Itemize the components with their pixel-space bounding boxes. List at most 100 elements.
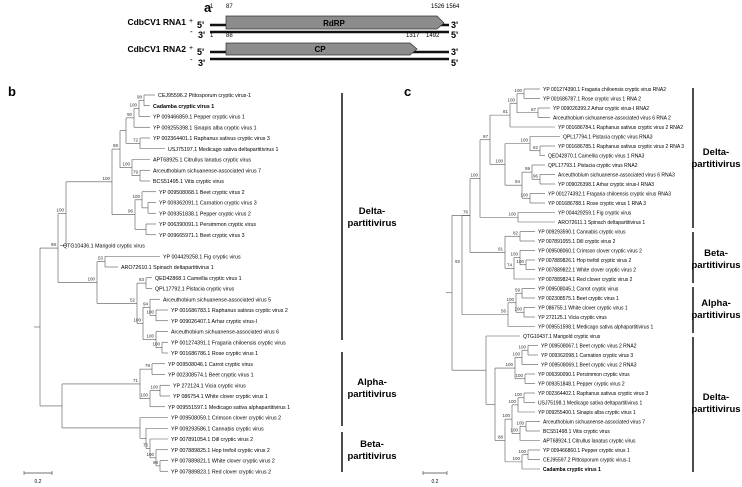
- b-bootstrap-value: 88: [113, 143, 119, 148]
- c-bootstrap-value: 100: [512, 456, 520, 461]
- b-leaf-label: QPL17792.1 Pistacia cryptic virus: [155, 287, 235, 293]
- c-leaf-label: YP 001274392.1 Fragaria chiloensis crypt…: [548, 192, 671, 198]
- b-leaf-label: APT68925.1 Citrullus lanatus cryptic vir…: [153, 158, 251, 164]
- c-bootstrap-value: 100: [520, 192, 528, 197]
- b-leaf-label: YP 009551597.1 Medicago sativa alphapart…: [168, 405, 290, 411]
- c-leaf-label: YP 006390090.1 Persimmon cryptic virus: [538, 372, 630, 378]
- c-bootstrap-value: 100: [518, 449, 526, 454]
- b-leaf-label: YP 001686786.1 Rose cryptic virus 1: [171, 351, 258, 357]
- c-bootstrap-value: 100: [495, 158, 503, 163]
- rna1-orf-start-pos: 87: [226, 4, 233, 10]
- panel-c-leaf-labels: YP 001274390.1 Fragaria chiloensis crypt…: [523, 87, 684, 473]
- c-leaf-label: YP 009508060.1 Crimson clover cryptic vi…: [538, 249, 642, 255]
- c-leaf-label: YP 086755.1 White clover cryptic virus 1: [538, 306, 628, 312]
- rna1-end-pos: 1564: [446, 4, 460, 10]
- b-bootstrap-value: 100: [56, 208, 64, 213]
- c-leaf-label: YP 001686788.1 Rose cryptic virus 1 RNA …: [548, 201, 646, 207]
- b-bootstrap-value: 100: [122, 162, 130, 167]
- b-bootstrap-value: 53: [98, 256, 104, 261]
- c-leaf-label: Arceuthobium sichuanense-associated viru…: [558, 173, 675, 179]
- b-bootstrap-value: 100: [132, 194, 140, 199]
- b-bootstrap-value: 98: [137, 94, 143, 99]
- rna1-three-prime: 3': [451, 20, 458, 30]
- c-leaf-label: YP 001686784.1 Raphanus sativus cryptic …: [558, 125, 683, 131]
- panel-c-scale-label: 0.2: [432, 479, 439, 485]
- cp-orf-box: [225, 42, 418, 56]
- c-bootstrap-value: 92: [455, 259, 461, 264]
- panel-b-leaf-labels: CEJ95596.2 Pittosporum cryptic virus-1Ca…: [63, 93, 290, 475]
- panel-b-alpha-label-2: partitivirus: [347, 389, 396, 400]
- c-bootstrap-value: 100: [514, 88, 522, 93]
- b-leaf-label: YP 002364401.1 Raphanus sativus cryptic …: [153, 136, 270, 142]
- b-leaf-label: Arceuthobium sichuanense-associated viru…: [171, 330, 279, 336]
- panel-c-branches: [446, 88, 560, 470]
- c-bootstrap-value: 99: [525, 166, 531, 171]
- panel-c-delta1-label-1: Delta-: [703, 147, 729, 158]
- c-leaf-label: USJ75198.1 Medicago sativa deltapartitiv…: [538, 401, 642, 407]
- c-leaf-label: QPL17794.1 Pistacia cryptic virus RNA3: [563, 135, 653, 141]
- rna2-five-prime-minus: 5': [451, 58, 458, 68]
- rna1-minus-sign: -: [190, 27, 193, 36]
- c-leaf-label: YP 007889824.1 Red clover cryptic virus …: [538, 277, 633, 283]
- b-bootstrap-value: 98: [51, 242, 57, 247]
- c-bootstrap-value: 100: [514, 306, 522, 311]
- b-bootstrap-value: 100: [146, 452, 154, 457]
- c-leaf-label: BCS51498.1 Vitis cryptic virus: [543, 429, 610, 435]
- c-leaf-label: YP 009508069.1 Beet cryptic virus 2 RNA3: [541, 363, 637, 369]
- panel-c-delta1-label-2: partitivirus: [691, 159, 740, 170]
- c-leaf-label: YP 009466860.1 Pepper cryptic virus 1: [543, 448, 630, 454]
- b-bootstrap-value: 100: [140, 393, 148, 398]
- b-leaf-label: YP 009508059.1 Crimson clover cryptic vi…: [171, 416, 281, 422]
- c-bootstrap-value: 100: [510, 252, 518, 257]
- panel-b-scale-label: 0.2: [35, 479, 42, 485]
- panel-b-delta-label-1: Delta-: [359, 206, 385, 217]
- b-leaf-label: YP 001686783.1 Raphanus sativus cryptic …: [171, 308, 288, 314]
- b-leaf-label: QED42868.1 Camellia cryptic virus 1: [155, 276, 242, 282]
- b-bootstrap-value: 100: [133, 317, 141, 322]
- panel-b-alpha-label-1: Alpha-: [357, 377, 387, 388]
- c-bootstrap-value: 59: [515, 287, 521, 292]
- b-leaf-label: YP 009508068.1 Beet cryptic virus 2: [159, 190, 245, 196]
- rna1-plus-sign: +: [189, 18, 193, 25]
- c-bootstrap-value: 91: [498, 246, 504, 251]
- c-leaf-label: QTG10437.1 Marigold cryptic virus: [523, 334, 601, 340]
- b-leaf-label: BCS51495.1 Vitis cryptic virus: [153, 179, 224, 185]
- panel-a-genome-map: a CdbCV1 RNA1 + - 5' 3' 1 87 1526 1564 R…: [127, 0, 460, 68]
- rna1-three-prime-minus: 3': [198, 30, 205, 40]
- b-bootstrap-value: 78: [145, 363, 151, 368]
- b-bootstrap-value: 75: [143, 442, 149, 447]
- b-leaf-label: YP 009362091.1 Carnation cryptic virus 3: [159, 201, 257, 207]
- b-bootstrap-value: 100: [150, 385, 158, 390]
- c-leaf-label: YP 001686787.1 Rose cryptic virus 1 RNA …: [543, 97, 641, 103]
- panel-c-beta-label-2: partitivirus: [691, 260, 740, 271]
- b-bootstrap-value: 100: [146, 334, 154, 339]
- c-leaf-label: YP 009026399.2 Arhar cryptic virus-I RNA…: [553, 106, 649, 112]
- rna2-name: CdbCV1 RNA2: [127, 44, 186, 54]
- rna2-plus-sign: +: [189, 45, 193, 52]
- c-bootstrap-value: 100: [507, 97, 515, 102]
- c-leaf-label: YP 007889822.1 White clover cryptic viru…: [538, 268, 636, 274]
- rdrp-orf-box: [225, 15, 445, 30]
- c-bootstrap-value: 100: [515, 373, 523, 378]
- b-bootstrap-value: 96: [128, 209, 134, 214]
- b-bootstrap-value: 100: [102, 176, 110, 181]
- c-bootstrap-value: 97: [483, 134, 489, 139]
- rna1-start-pos: 1: [210, 4, 214, 10]
- b-leaf-label: YP 009026407.1 Arhar cryptic virus-I: [171, 319, 257, 325]
- b-bootstrap-value: 100: [146, 309, 154, 314]
- c-bootstrap-value: 100: [518, 344, 526, 349]
- b-leaf-label: YP 007889821.1 White clover cryptic viru…: [171, 459, 275, 465]
- panel-b-delta-label-2: partitivirus: [347, 218, 396, 229]
- rna2-orf-end-pos: 1317: [406, 33, 420, 39]
- b-leaf-label: YP 001274391.1 Fragaria chiloensis crypt…: [171, 340, 286, 346]
- c-leaf-label: YP 009508067.1 Beet cryptic virus 2 RNA2: [541, 344, 637, 350]
- rdrp-label: RdRP: [323, 19, 345, 28]
- c-bootstrap-value: 100: [502, 413, 510, 418]
- c-leaf-label: YP 007889826.1 Hop trefoil cryptic virus…: [538, 258, 632, 264]
- c-bootstrap-value: 94: [515, 179, 521, 184]
- c-leaf-label: YP 007891055.1 Dill cryptic virus 2: [538, 239, 616, 245]
- c-bootstrap-value: 87: [531, 107, 537, 112]
- c-leaf-label: YP 004429259.1 Fig cryptic virus: [558, 211, 632, 217]
- b-leaf-label: YP 002308574.1 Beet cryptic virus 1: [168, 373, 254, 379]
- panel-b-bootstrap-values: 9810090727910088100961001005383100941001…: [51, 94, 161, 465]
